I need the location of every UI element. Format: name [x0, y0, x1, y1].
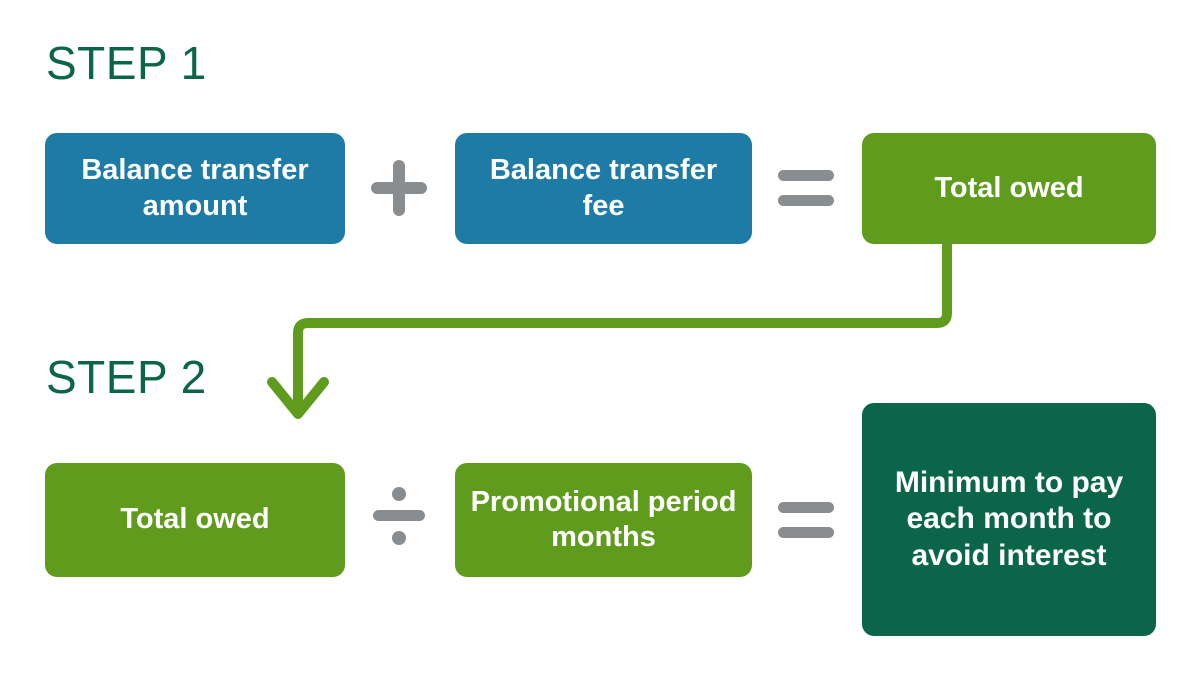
box-minimum-to-pay-each-month: Minimum to pay each month to avoid inter… — [862, 403, 1156, 636]
equals-top-bar — [778, 502, 834, 513]
plus-sign-icon — [371, 160, 427, 216]
plus-vertical-bar — [393, 160, 405, 216]
equals-bottom-bar — [778, 527, 834, 538]
divide-bottom-dot — [392, 531, 406, 545]
box-promotional-period-months: Promotional period months — [455, 463, 752, 577]
equals-sign-icon-step-2 — [778, 502, 834, 538]
box-balance-transfer-fee: Balance transfer fee — [455, 133, 752, 244]
equals-sign-icon-step-1 — [778, 170, 834, 206]
equals-top-bar — [778, 170, 834, 181]
box-total-owed-step-1: Total owed — [862, 133, 1156, 244]
box-total-owed-step-2: Total owed — [45, 463, 345, 577]
step-1-label: STEP 1 — [46, 37, 207, 89]
divide-top-dot — [392, 487, 406, 501]
divide-bar — [373, 510, 425, 521]
box-balance-transfer-amount: Balance transfer amount — [45, 133, 345, 244]
step-2-label: STEP 2 — [46, 351, 207, 403]
equals-bottom-bar — [778, 195, 834, 206]
division-sign-icon — [373, 487, 425, 545]
